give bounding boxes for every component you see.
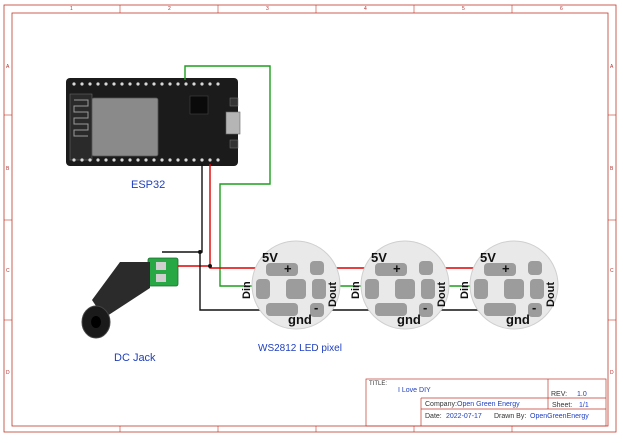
esp32-label: ESP32 <box>131 179 166 191</box>
pad-dout <box>421 279 435 299</box>
ruler-row-a: A <box>6 64 10 70</box>
esp32-pin-header-top <box>72 82 220 86</box>
led-minus-label: - <box>532 300 537 315</box>
ruler-col-3: 3 <box>266 6 269 12</box>
esp32-button-boot <box>229 97 239 107</box>
dc-jack-screw-1 <box>156 262 166 270</box>
led-minus-label: - <box>423 300 428 315</box>
led-minus-label: - <box>314 300 319 315</box>
pad-5v-top <box>484 263 516 276</box>
led-gnd-label: gnd <box>397 312 421 327</box>
pad-center <box>395 279 415 299</box>
inner-frame <box>11 12 609 427</box>
title-block-sheet-value: 1/1 <box>579 402 589 409</box>
pad-gnd-bot <box>484 303 516 316</box>
led-din-label: Din <box>350 281 362 299</box>
junction-5v <box>208 264 212 268</box>
pad-tr <box>419 261 433 275</box>
ruler-row-c-right: C <box>610 268 614 274</box>
led-pixel-label: WS2812 LED pixel <box>258 343 342 354</box>
title-block-sheet-label: Sheet: <box>552 402 573 409</box>
junction-gnd <box>198 250 202 254</box>
dc-jack-body <box>92 262 150 318</box>
led-din-label: Din <box>459 281 471 299</box>
esp32-usb-port <box>225 111 241 135</box>
led-plus-label: + <box>284 261 292 276</box>
ruler-row-d-right: D <box>610 370 614 376</box>
title-block-company-label: Company: <box>425 401 457 408</box>
title-block-date-value: 2022-07-17 <box>446 413 482 420</box>
led-plus-label: + <box>502 261 510 276</box>
title-block-rev-value: 1.0 <box>577 391 587 398</box>
pad-dout <box>312 279 326 299</box>
title-block-rev-label: REV: <box>551 391 568 398</box>
title-block-title-value: I Love DIY <box>398 387 431 394</box>
led-gnd-label: gnd <box>506 312 530 327</box>
led-dout-label: Dout <box>545 281 557 307</box>
pad-din <box>474 279 488 299</box>
dc-jack-screw-2 <box>156 274 166 282</box>
ruler-col-6: 6 <box>560 6 563 12</box>
title-block-title-label: TITLE: <box>369 381 388 387</box>
led-5v-label: 5V <box>262 250 278 265</box>
pad-tr <box>528 261 542 275</box>
esp32-board[interactable] <box>66 78 241 166</box>
title-block-company-value: Open Green Energy <box>457 401 520 408</box>
title-block <box>365 378 607 427</box>
pad-center <box>286 279 306 299</box>
pad-br <box>419 303 433 317</box>
esp32-antenna-trace <box>73 99 89 137</box>
outer-frame <box>3 4 617 433</box>
esp32-chip <box>189 95 209 115</box>
led-5v-label: 5V <box>371 250 387 265</box>
pad-gnd-bot <box>375 303 407 316</box>
led-dout-label: Dout <box>327 281 339 307</box>
esp32-pin-header-bottom <box>72 158 220 162</box>
dc-jack-label: DC Jack <box>114 352 156 364</box>
title-block-date-label: Date: <box>425 413 442 420</box>
ruler-row-a-right: A <box>610 64 614 70</box>
wire-data <box>184 65 540 287</box>
pad-5v-top <box>375 263 407 276</box>
ruler-col-2: 2 <box>168 6 171 12</box>
led-plus-label: + <box>393 261 401 276</box>
esp32-module-shield <box>91 97 159 157</box>
ruler-col-4: 4 <box>364 6 367 12</box>
pad-5v-top <box>266 263 298 276</box>
pad-tr <box>310 261 324 275</box>
ruler-row-b-right: B <box>610 166 614 172</box>
dc-jack-hole <box>91 316 101 328</box>
ruler-row-c: C <box>6 268 10 274</box>
ruler-row-d: D <box>6 370 10 376</box>
led-din-label: Din <box>241 281 253 299</box>
dc-jack[interactable] <box>81 257 179 339</box>
ruler-col-5: 5 <box>462 6 465 12</box>
led-gnd-label: gnd <box>288 312 312 327</box>
pad-br <box>528 303 542 317</box>
pad-dout <box>530 279 544 299</box>
ruler-col-1: 1 <box>70 6 73 12</box>
pad-din <box>365 279 379 299</box>
pad-br <box>310 303 324 317</box>
top-ruler-ticks <box>4 5 616 432</box>
title-block-drawn-value: OpenGreenEnergy <box>530 413 589 420</box>
led-dout-label: Dout <box>436 281 448 307</box>
ruler-row-b: B <box>6 166 10 172</box>
pad-din <box>256 279 270 299</box>
esp32-antenna <box>69 93 93 161</box>
pad-gnd-bot <box>266 303 298 316</box>
pad-center <box>504 279 524 299</box>
led-5v-label: 5V <box>480 250 496 265</box>
esp32-button-en <box>229 139 239 149</box>
wire-gnd <box>162 164 203 253</box>
title-block-drawn-label: Drawn By: <box>494 413 527 420</box>
